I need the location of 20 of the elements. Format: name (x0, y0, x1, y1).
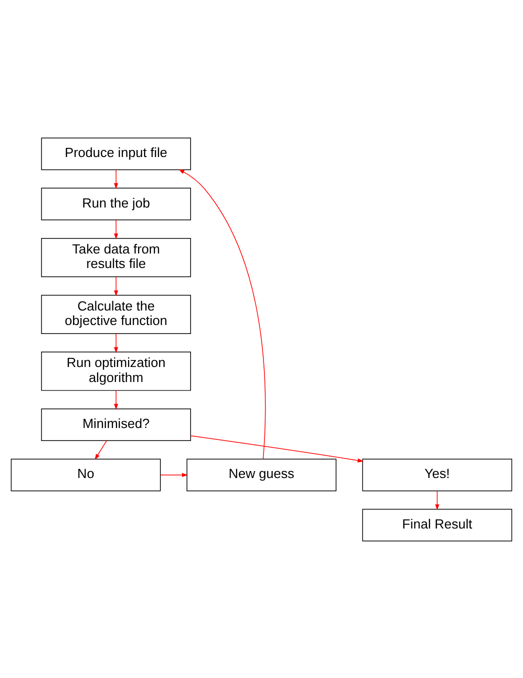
node-box: Produce input file (41, 137, 191, 170)
arrow (114, 390, 118, 410)
node-box: Yes! (362, 458, 512, 491)
arrow (94, 440, 108, 460)
arrow (114, 276, 118, 296)
node-box: Run the job (41, 187, 191, 220)
arrow (178, 168, 266, 459)
node-box: Run optimization algorithm (41, 351, 191, 390)
node-box: No (10, 458, 161, 491)
node-box: Calculate the objective function (41, 294, 191, 334)
node-box: Take data from results file (41, 237, 191, 277)
arrow (160, 472, 188, 477)
node-box: Final Result (362, 508, 512, 541)
node-box: New guess (186, 458, 336, 491)
arrow (114, 333, 118, 353)
arrow (190, 434, 364, 462)
arrow (114, 168, 118, 189)
arrow (114, 219, 118, 239)
arrow (435, 490, 440, 510)
node-box: Minimised? (41, 408, 191, 441)
